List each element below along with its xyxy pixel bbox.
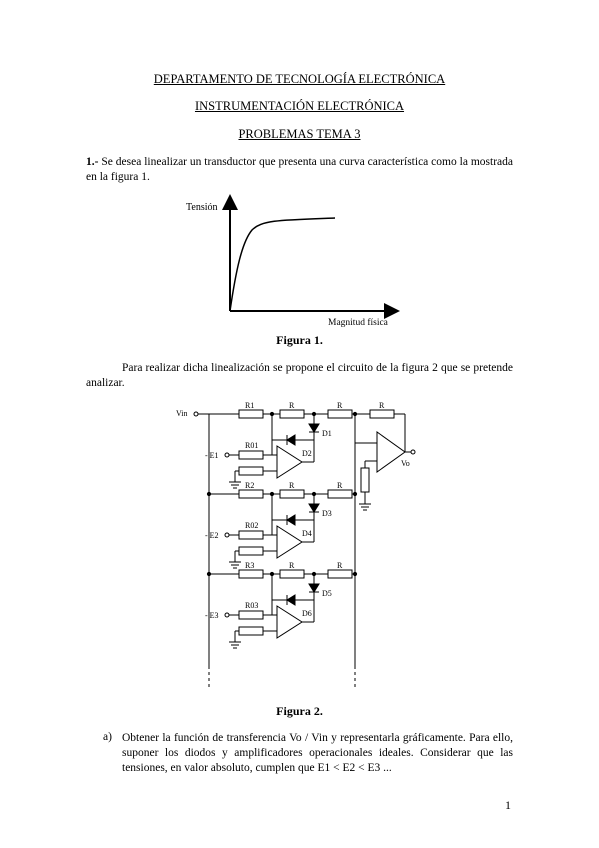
resistor-r-label: R xyxy=(337,481,343,490)
question-a-marker: a) xyxy=(103,731,112,743)
r3-label: R3 xyxy=(245,561,254,570)
d4-label: D4 xyxy=(302,529,312,538)
figure-1-graph: Tensión Magnitud física xyxy=(186,194,400,328)
e2-label: - E2 xyxy=(205,531,219,540)
circuit-intro-paragraph: Para realizar dicha linealización se pro… xyxy=(86,362,513,389)
transducer-curve xyxy=(229,217,336,312)
problems-title: PROBLEMAS TEMA 3 xyxy=(238,127,361,141)
question-a-text: Obtener la función de transferencia Vo /… xyxy=(122,732,513,774)
r01-label: R01 xyxy=(245,441,258,450)
d2-label: D2 xyxy=(302,449,312,458)
d1-label: D1 xyxy=(322,429,332,438)
d6-label: D6 xyxy=(302,609,312,618)
e1-label: - E1 xyxy=(205,451,219,460)
resistor-r-label: R xyxy=(337,401,343,410)
page-number: 1 xyxy=(505,798,511,812)
figure-2-circuit: Vin Vo R1 R R R D1 R01 - E1 D2 R2 R R D3… xyxy=(176,401,416,688)
resistor-r-label: R xyxy=(289,481,295,490)
problem-1-text: Se desea linealizar un transductor que p… xyxy=(86,156,513,183)
figure-1-caption: Figura 1. xyxy=(276,333,323,347)
d5-label: D5 xyxy=(322,589,332,598)
problem-number: 1.- xyxy=(86,156,99,168)
r02-label: R02 xyxy=(245,521,258,530)
resistor-r-label: R xyxy=(289,401,295,410)
course-title: INSTRUMENTACIÓN ELECTRÓNICA xyxy=(194,99,405,113)
department-title: DEPARTAMENTO DE TECNOLOGÍA ELECTRÓNICA xyxy=(153,72,446,86)
r1-label: R1 xyxy=(245,401,254,410)
r2-label: R2 xyxy=(245,481,254,490)
vin-label: Vin xyxy=(176,409,188,418)
problem-1-statement: 1.- Se desea linealizar un transductor q… xyxy=(86,155,513,185)
figure-1-x-label: Magnitud física xyxy=(328,317,389,328)
resistor-r-label: R xyxy=(289,561,295,570)
e3-label: - E3 xyxy=(205,611,219,620)
figure-2-caption: Figura 2. xyxy=(276,704,323,718)
vo-label: Vo xyxy=(401,459,410,468)
figure-1-y-label: Tensión xyxy=(186,202,218,213)
r03-label: R03 xyxy=(245,601,258,610)
d3-label: D3 xyxy=(322,509,332,518)
resistor-r-label: R xyxy=(337,561,343,570)
resistor-r-label: R xyxy=(379,401,385,410)
